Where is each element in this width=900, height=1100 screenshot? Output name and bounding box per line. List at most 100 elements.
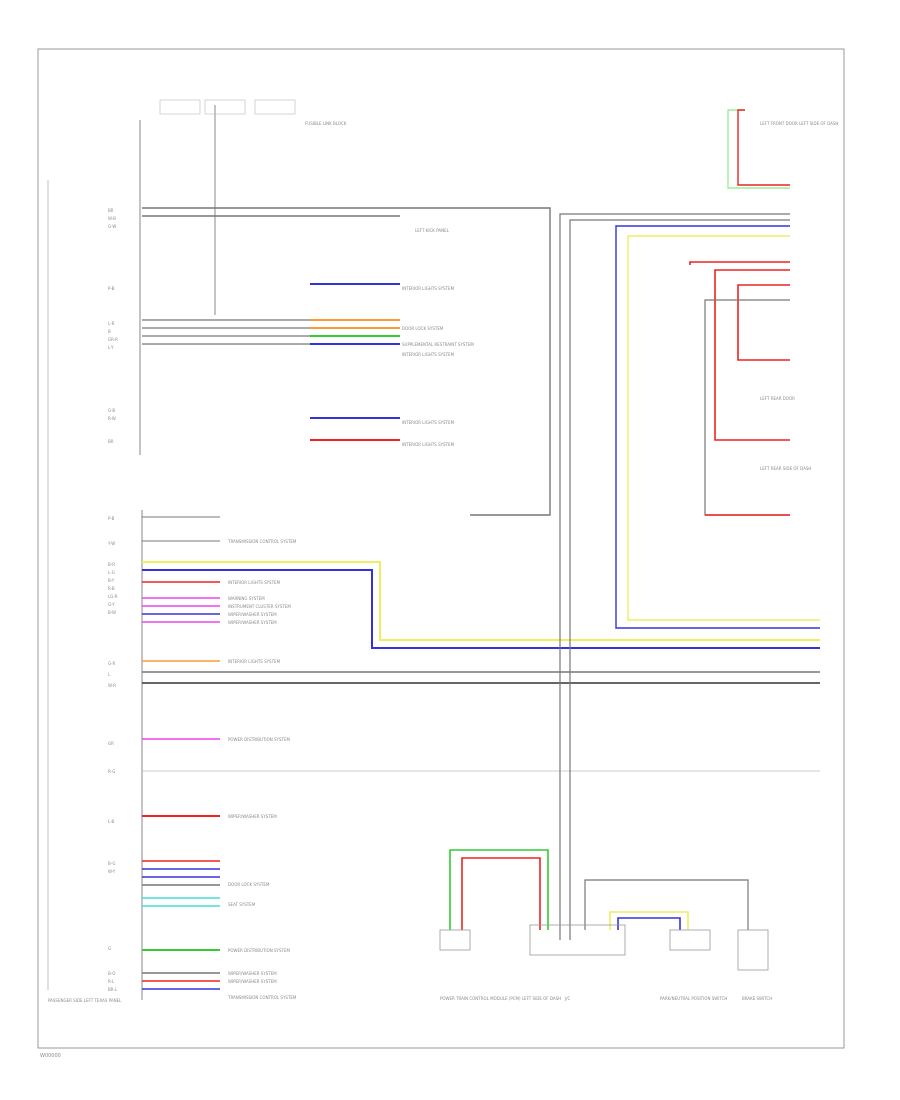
wire-gray: [584, 879, 749, 930]
pin-label: L: [108, 672, 111, 677]
pin-label: W-R: [108, 683, 116, 688]
pin-label: B-W: [108, 610, 116, 615]
wire-green: [449, 849, 549, 930]
wire-red: [461, 857, 541, 930]
system-label: WARNING SYSTEM: [228, 596, 265, 601]
pin-label: W-B: [108, 216, 116, 221]
footer-code: W00000: [40, 1053, 61, 1059]
pin-label: W-Y: [108, 869, 116, 874]
connector-jc: [529, 924, 626, 956]
component-label-pcm: POWER TRAIN CONTROL MODULE (PCM) LEFT SI…: [440, 996, 561, 1001]
component-label-left-kick-panel: LEFT KICK PANEL: [415, 228, 450, 233]
pin-label: Y-W: [107, 541, 115, 546]
pin-label: L-G: [108, 570, 115, 575]
system-label: TRANSMISSION CONTROL SYSTEM: [227, 539, 297, 544]
wire-gray: [569, 219, 790, 940]
pin-label: P-B: [108, 286, 115, 291]
pin-label: B-O: [108, 971, 115, 976]
system-label: DOOR LOCK SYSTEM: [402, 326, 444, 331]
system-label: INTERIOR LIGHTS SYSTEM: [402, 286, 455, 291]
top-fuse-box-2: [204, 99, 246, 115]
system-label: INTERIOR LIGHTS SYSTEM: [402, 420, 455, 425]
pin-label: R-G: [108, 769, 115, 774]
top-fuse-box-3: [254, 99, 296, 115]
component-label-jc: J/C: [564, 996, 571, 1001]
system-label: INTERIOR LIGHTS SYSTEM: [402, 442, 455, 447]
system-label: DOOR LOCK SYSTEM: [228, 882, 270, 887]
component-label-left-front-door: LEFT FRONT DOOR LEFT SIDE OF DASH: [760, 121, 838, 126]
connector-brake-switch: [737, 929, 769, 971]
system-labels-middle: TRANSMISSION CONTROL SYSTEM INTERIOR LIG…: [227, 539, 297, 1000]
system-labels-top: INTERIOR LIGHTS SYSTEM DOOR LOCK SYSTEM …: [402, 286, 474, 447]
pin-label: G-R: [108, 661, 116, 666]
component-label-brake-switch: BRAKE SWITCH: [742, 996, 772, 1001]
component-label-left-rear-dash: LEFT REAR SIDE OF DASH: [760, 466, 811, 471]
diagram-frame: [37, 48, 845, 1049]
pin-label: B-Y: [108, 578, 115, 583]
pin-label: G: [108, 946, 111, 951]
system-label: WIPER/WASHER SYSTEM: [228, 971, 277, 976]
wire-red: [737, 284, 790, 361]
system-label: WIPER/WASHER SYSTEM: [228, 814, 277, 819]
pin-label: B-G: [108, 861, 115, 866]
connector-pcm: [439, 929, 471, 951]
wire-blue: [615, 225, 820, 629]
fusible-link-group: FUSIBLE LINK BLOCK LEFT KICK PANEL: [139, 99, 450, 455]
system-label: INTERIOR LIGHTS SYSTEM: [228, 659, 281, 664]
bottom-left-label: PASSENGER SIDE LEFT TEXAS PANEL: [48, 998, 122, 1003]
wire-red: [737, 109, 790, 186]
wire-red: [714, 269, 790, 441]
wire-group-middle: [142, 516, 820, 990]
pin-label: R-B: [108, 586, 115, 591]
wire-gray: [704, 299, 790, 516]
pin-label: LG-R: [108, 594, 118, 599]
wire-red: [689, 261, 790, 265]
left-connector-strip: [47, 180, 143, 1000]
top-fuse-box-1: [159, 99, 201, 115]
system-label: WIPER/WASHER SYSTEM: [228, 979, 277, 984]
system-label: INTERIOR LIGHTS SYSTEM: [228, 580, 281, 585]
system-label: WIPER/WASHER SYSTEM: [228, 620, 277, 625]
right-harness: LEFT FRONT DOOR LEFT SIDE OF DASH LEFT R…: [559, 109, 838, 940]
pin-label: R-L: [108, 979, 115, 984]
system-label: WIPER/WASHER SYSTEM: [228, 612, 277, 617]
pin-label: L-B: [108, 819, 114, 824]
system-label: TRANSMISSION CONTROL SYSTEM: [227, 995, 297, 1000]
pin-label: L-Y: [108, 345, 114, 350]
wire-yellow: [627, 235, 820, 621]
system-label: INSTRUMENT CLUSTER SYSTEM: [228, 604, 291, 609]
system-label: POWER DISTRIBUTION SYSTEM: [228, 737, 290, 742]
connector-pnp-switch: [669, 929, 711, 951]
wire-gray: [142, 207, 551, 516]
system-label: SEAT SYSTEM: [228, 902, 256, 907]
pin-label: BR: [108, 439, 114, 444]
wire-yellow: [142, 561, 820, 641]
wire-yellow: [609, 911, 689, 930]
pin-label: P-B: [108, 516, 115, 521]
pin-label: BR: [108, 208, 114, 213]
component-label-pnp-switch: PARK/NEUTRAL POSITION SWITCH: [660, 996, 727, 1001]
pin-label: GR-R: [108, 337, 118, 342]
wire-blue: [142, 569, 820, 649]
component-label-fusible-link: FUSIBLE LINK BLOCK: [305, 121, 347, 126]
bottom-components: POWER TRAIN CONTROL MODULE (PCM) LEFT SI…: [439, 849, 772, 1001]
system-label: INTERIOR LIGHTS SYSTEM: [402, 352, 455, 357]
wire-blue: [617, 917, 681, 930]
system-label: POWER DISTRIBUTION SYSTEM: [228, 948, 290, 953]
component-label-left-rear-door: LEFT REAR DOOR: [760, 396, 795, 401]
pin-label: GR: [108, 741, 114, 746]
system-label: SUPPLEMENTAL RESTRAINT SYSTEM: [402, 342, 474, 347]
pin-label: B: [108, 329, 111, 334]
pin-label: BR-L: [108, 987, 118, 992]
pin-label: L-R: [108, 321, 115, 326]
left-pin-labels: BR W-B G-W P-B L-R B GR-R L-Y G-B R-W BR…: [107, 208, 118, 992]
wire-lightgreen: [727, 109, 790, 189]
wire-group-top: [142, 207, 551, 516]
pin-label: R-W: [108, 416, 116, 421]
pin-label: G-Y: [108, 602, 115, 607]
pin-label: G-B: [108, 408, 115, 413]
pin-label: G-W: [108, 224, 116, 229]
pin-label: B-R: [108, 562, 115, 567]
wire-gray: [559, 213, 790, 940]
